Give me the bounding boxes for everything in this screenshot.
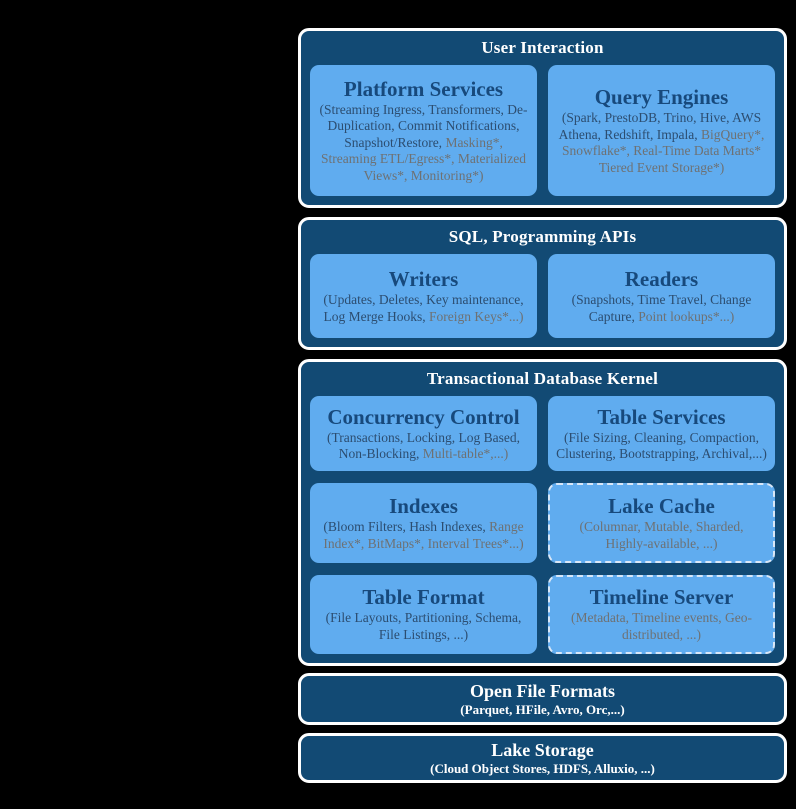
sql-apis-grid: Writers (Updates, Deletes, Key maintenan… — [310, 254, 775, 338]
box-title-platform-services: Platform Services — [343, 76, 504, 101]
box-desc-writers: (Updates, Deletes, Key maintenance, Log … — [318, 292, 529, 325]
section-open-file-formats: Open File Formats (Parquet, HFile, Avro,… — [298, 673, 787, 725]
architecture-stack: User Interaction Platform Services (Stre… — [298, 28, 787, 783]
box-desc-readers: (Snapshots, Time Travel, Change Capture,… — [556, 292, 767, 325]
section-subtitle-lake-storage: (Cloud Object Stores, HDFS, Alluxio, ...… — [430, 760, 655, 776]
section-title-sql-programming-apis: SQL, Programming APIs — [448, 227, 637, 246]
desc-current: (Updates, Deletes, Key maintenance, Log … — [323, 292, 524, 324]
box-title-table-services: Table Services — [597, 404, 726, 429]
desc-future: (Metadata, Timeline events, Geo-distribu… — [570, 610, 753, 642]
section-user-interaction: User Interaction Platform Services (Stre… — [298, 28, 787, 208]
section-title-transactional-database-kernel: Transactional Database Kernel — [426, 369, 659, 388]
desc-current: (Snapshots, Time Travel, Change Capture, — [571, 292, 752, 324]
section-subtitle-open-file-formats: (Parquet, HFile, Avro, Orc,...) — [460, 701, 625, 717]
section-title-open-file-formats: Open File Formats — [470, 680, 615, 701]
box-desc-table-services: (File Sizing, Cleaning, Compaction, Clus… — [556, 430, 767, 463]
desc-current: (File Sizing, Cleaning, Compaction, Clus… — [556, 429, 767, 462]
box-concurrency-control: Concurrency Control (Transactions, Locki… — [310, 396, 537, 472]
box-desc-lake-cache: (Columnar, Mutable, Sharded, Highly-avai… — [558, 519, 765, 552]
box-title-table-format: Table Format — [362, 585, 485, 610]
desc-current: (Transactions, Locking, Log Based, Non-B… — [327, 429, 520, 462]
desc-future: Multi-table*,...) — [422, 446, 509, 462]
desc-future: BigQuery*, Snowflake*, Real-Time Data Ma… — [562, 126, 765, 175]
box-title-timeline-server: Timeline Server — [589, 585, 734, 610]
section-sql-programming-apis: SQL, Programming APIs Writers (Updates, … — [298, 217, 787, 350]
box-desc-platform-services: (Streaming Ingress, Transformers, De-Dup… — [318, 102, 529, 184]
desc-future: Masking*, Streaming ETL/Egress*, Materia… — [320, 134, 527, 183]
box-table-services: Table Services (File Sizing, Cleaning, C… — [548, 396, 775, 472]
box-desc-concurrency-control: (Transactions, Locking, Log Based, Non-B… — [318, 430, 529, 463]
box-title-indexes: Indexes — [389, 493, 458, 518]
box-title-concurrency-control: Concurrency Control — [327, 404, 520, 429]
box-title-lake-cache: Lake Cache — [608, 493, 715, 518]
box-desc-indexes: (Bloom Filters, Hash Indexes, Range Inde… — [318, 519, 529, 552]
desc-future: Range Index*, BitMaps*, Interval Trees*.… — [323, 519, 524, 551]
box-readers: Readers (Snapshots, Time Travel, Change … — [548, 254, 775, 338]
section-title-user-interaction: User Interaction — [481, 38, 604, 57]
desc-current: (File Layouts, Partitioning, Schema, Fil… — [325, 610, 522, 642]
section-lake-storage: Lake Storage (Cloud Object Stores, HDFS,… — [298, 733, 787, 783]
user-interaction-grid: Platform Services (Streaming Ingress, Tr… — [310, 65, 775, 196]
desc-current: (Spark, PrestoDB, Trino, Hive, AWS Athen… — [558, 110, 762, 142]
box-query-engines: Query Engines (Spark, PrestoDB, Trino, H… — [548, 65, 775, 196]
box-title-query-engines: Query Engines — [594, 84, 729, 109]
kernel-grid: Concurrency Control (Transactions, Locki… — [310, 396, 775, 654]
desc-current: (Streaming Ingress, Transformers, De-Dup… — [319, 101, 528, 150]
desc-future: Point lookups*...) — [638, 308, 735, 324]
box-lake-cache: Lake Cache (Columnar, Mutable, Sharded, … — [548, 483, 775, 563]
box-desc-query-engines: (Spark, PrestoDB, Trino, Hive, AWS Athen… — [556, 110, 767, 176]
box-title-writers: Writers — [388, 266, 459, 291]
section-transactional-database-kernel: Transactional Database Kernel Concurrenc… — [298, 359, 787, 666]
box-desc-timeline-server: (Metadata, Timeline events, Geo-distribu… — [558, 610, 765, 643]
desc-future: Foreign Keys*...) — [429, 308, 524, 324]
desc-current: (Bloom Filters, Hash Indexes, — [323, 519, 486, 535]
desc-future: (Columnar, Mutable, Sharded, Highly-avai… — [579, 519, 744, 551]
section-title-lake-storage: Lake Storage — [491, 739, 594, 760]
box-table-format: Table Format (File Layouts, Partitioning… — [310, 574, 537, 654]
box-title-readers: Readers — [624, 266, 699, 291]
box-writers: Writers (Updates, Deletes, Key maintenan… — [310, 254, 537, 338]
box-platform-services: Platform Services (Streaming Ingress, Tr… — [310, 65, 537, 196]
box-indexes: Indexes (Bloom Filters, Hash Indexes, Ra… — [310, 483, 537, 563]
box-desc-table-format: (File Layouts, Partitioning, Schema, Fil… — [318, 610, 529, 643]
box-timeline-server: Timeline Server (Metadata, Timeline even… — [548, 574, 775, 654]
